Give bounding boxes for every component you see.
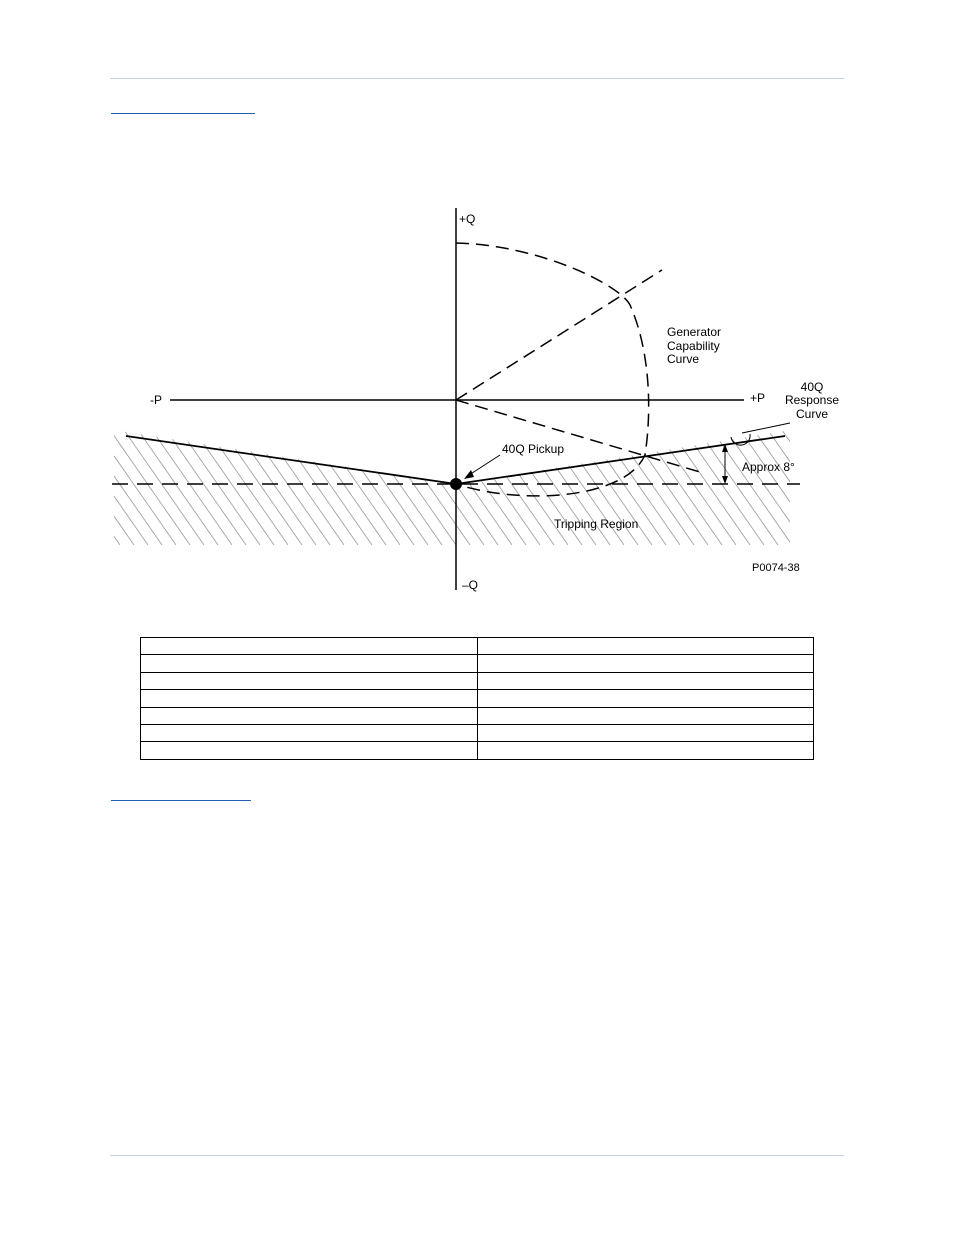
table-cell xyxy=(476,741,814,760)
section-link[interactable] xyxy=(111,113,255,114)
hatch-line xyxy=(193,430,275,545)
table-cell xyxy=(140,654,478,673)
pickup-point xyxy=(450,478,462,490)
table-cell xyxy=(140,741,478,760)
hatch-line xyxy=(151,430,233,545)
section-link-2[interactable] xyxy=(111,800,251,801)
table-cell xyxy=(140,723,478,743)
hatch-line xyxy=(165,430,247,545)
capability-label-1: Generator xyxy=(667,325,721,339)
hatch-line xyxy=(221,430,303,545)
pickup-label: 40Q Pickup xyxy=(502,442,564,456)
hatch-line xyxy=(114,430,121,545)
hatch-line xyxy=(725,430,790,545)
hatch-line xyxy=(697,430,779,545)
angle-label: Approx 8° xyxy=(742,460,795,474)
table-row xyxy=(140,636,814,656)
hatch-line xyxy=(123,430,205,545)
hatch-line xyxy=(894,430,954,545)
hatch-line xyxy=(753,430,790,545)
angle-arrow-bottom xyxy=(722,476,728,484)
header-rule xyxy=(110,78,844,79)
hatch-line xyxy=(880,430,954,545)
minus-q-label: –Q xyxy=(462,578,478,592)
table-row xyxy=(140,741,814,760)
response-label-1: 40Q xyxy=(801,380,824,394)
table-cell xyxy=(476,706,814,725)
hatch-line xyxy=(114,430,177,545)
capability-label-2: Capability xyxy=(667,339,720,353)
response-callout-arc xyxy=(730,433,751,446)
capability-label-3: Curve xyxy=(667,352,699,366)
hatch-line xyxy=(838,430,918,545)
tripping-region-hatch xyxy=(114,430,954,545)
footer-rule xyxy=(110,1155,844,1156)
capability-radial-lower xyxy=(455,399,701,473)
hatch-line xyxy=(114,430,163,545)
response-callout-leader xyxy=(741,422,791,434)
figure-id-label: P0074-38 xyxy=(752,562,800,574)
table-cell xyxy=(140,706,478,725)
hatch-line xyxy=(781,430,790,545)
table-row xyxy=(140,689,814,708)
hatch-line xyxy=(739,430,790,545)
plus-p-label: +P xyxy=(750,391,765,405)
table-row xyxy=(140,706,814,725)
table-cell xyxy=(476,689,814,708)
hatch-line xyxy=(810,430,890,545)
table-cell xyxy=(476,654,814,673)
response-label-2: Response xyxy=(785,393,839,407)
settings-table xyxy=(140,636,814,760)
hatch-line xyxy=(179,430,261,545)
table-cell xyxy=(140,671,478,691)
minus-p-label: -P xyxy=(150,393,162,407)
hatch-line xyxy=(852,430,932,545)
hatch-line xyxy=(114,430,135,545)
hatch-line xyxy=(137,430,219,545)
hatch-line xyxy=(866,430,946,545)
hatch-line xyxy=(796,430,876,545)
hatch-line xyxy=(669,430,751,545)
table-cell xyxy=(476,723,814,743)
generator-capability-curve xyxy=(455,242,650,497)
hatch-line xyxy=(114,430,149,545)
plus-q-label: +Q xyxy=(459,212,475,226)
tripping-region-label: Tripping Region xyxy=(554,517,638,531)
hatch-line xyxy=(114,430,191,545)
capability-radial-upper xyxy=(455,269,663,401)
table-cell xyxy=(476,671,814,691)
table-row xyxy=(140,654,814,673)
table-row xyxy=(140,723,814,743)
table-row xyxy=(140,671,814,691)
table-cell xyxy=(140,636,478,656)
table-cell xyxy=(476,636,814,656)
response-label-3: Curve xyxy=(796,407,828,421)
angle-arrow-top xyxy=(722,444,728,452)
hatch-line xyxy=(824,430,904,545)
hatch-line xyxy=(767,430,790,545)
table-cell xyxy=(140,689,478,708)
pickup-arrowhead xyxy=(464,470,474,479)
